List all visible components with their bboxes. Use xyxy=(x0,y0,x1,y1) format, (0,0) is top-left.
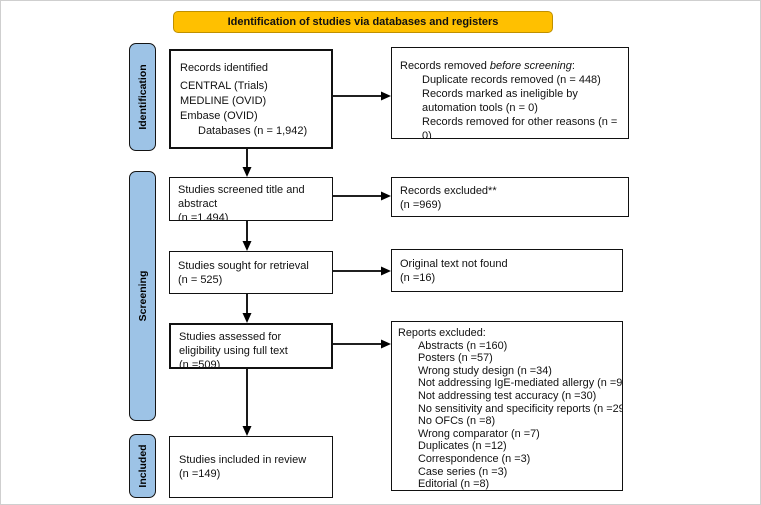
records-removed-title: Records removed before screening: xyxy=(400,60,575,72)
list-item: Wrong comparator (n =7) xyxy=(418,427,540,440)
reports-excluded-items: Abstracts (n =160)Posters (n =57)Wrong s… xyxy=(398,339,623,491)
arrow-identified-to-screened xyxy=(242,149,252,177)
box-records-identified: Records identified CENTRAL (Trials) MEDLI… xyxy=(169,49,333,149)
list-item: Records removed for other reasons (n = 0… xyxy=(422,116,618,139)
box-records-removed: Records removed before screening: Duplic… xyxy=(391,47,629,139)
text-not-found-count: (n =16) xyxy=(400,272,436,284)
box-studies-assessed: Studies assessed for eligibility using f… xyxy=(169,323,333,369)
records-excluded-count: (n =969) xyxy=(400,199,442,211)
records-identified-total: Databases (n = 1,942) xyxy=(198,125,308,137)
arrow-screened-to-excluded xyxy=(333,191,391,201)
records-identified-title: Records identified xyxy=(180,62,269,74)
stage-identification-label: Identification xyxy=(136,64,149,130)
box-text-not-found: Original text not found (n =16) xyxy=(391,249,623,292)
list-item: Case series (n =3) xyxy=(418,465,508,478)
list-item: Wrong study design (n =34) xyxy=(418,364,552,377)
studies-screened-count: (n =1,494) xyxy=(178,212,229,221)
stage-screening: Screening xyxy=(129,171,156,421)
records-excluded-label: Records excluded** xyxy=(400,185,497,197)
stage-screening-label: Screening xyxy=(136,270,149,322)
arrow-identified-to-removed xyxy=(333,91,391,101)
list-item: Correspondence (n =3) xyxy=(418,452,531,465)
banner: Identification of studies via databases … xyxy=(173,11,553,33)
box-reports-excluded: Reports excluded: Abstracts (n =160)Post… xyxy=(391,321,623,491)
arrow-sought-to-notfound xyxy=(333,266,391,276)
studies-included-label: Studies included in review xyxy=(179,454,307,466)
text-not-found-label: Original text not found xyxy=(400,258,508,270)
studies-assessed-count: (n =509) xyxy=(179,359,221,369)
arrow-assessed-to-included xyxy=(242,369,252,436)
list-item: Not addressing test accuracy (n =30) xyxy=(418,389,597,402)
list-item: Embase (OVID) xyxy=(180,110,258,122)
list-item: CENTRAL (Trials) xyxy=(180,80,268,92)
arrow-sought-to-assessed xyxy=(242,294,252,323)
stage-included-label: Included xyxy=(136,444,149,488)
reports-excluded-title: Reports excluded: xyxy=(398,327,486,339)
stage-included: Included xyxy=(129,434,156,498)
records-identified-sources: CENTRAL (Trials) MEDLINE (OVID) Embase (OV… xyxy=(180,79,325,124)
list-item: MEDLINE (OVID) xyxy=(180,95,267,107)
arrow-screened-to-sought xyxy=(242,221,252,251)
list-item: Posters (n =57) xyxy=(418,352,493,365)
box-studies-sought: Studies sought for retrieval (n = 525) xyxy=(169,251,333,294)
banner-label: Identification of studies via databases … xyxy=(227,16,499,28)
studies-included-count: (n =149) xyxy=(179,468,221,480)
arrow-assessed-to-reports-excluded xyxy=(333,339,391,349)
list-item: Records marked as ineligible by automati… xyxy=(422,88,578,114)
list-item: Duplicates (n =12) xyxy=(418,440,507,453)
list-item: No sensitivity and specificity reports (… xyxy=(418,402,623,415)
box-records-excluded: Records excluded** (n =969) xyxy=(391,177,629,217)
list-item: No OFCs (n =8) xyxy=(418,415,496,428)
studies-sought-label: Studies sought for retrieval xyxy=(178,260,309,272)
box-studies-included: Studies included in review (n =149) xyxy=(169,436,333,498)
studies-sought-count: (n = 525) xyxy=(178,274,223,286)
box-studies-screened: Studies screened title and abstract (n =… xyxy=(169,177,333,221)
records-removed-items: Duplicate records removed (n = 448) Recor… xyxy=(400,73,624,139)
list-item: Abstracts (n =160) xyxy=(418,339,508,352)
studies-screened-label: Studies screened title and abstract xyxy=(178,184,305,210)
list-item: Editorial (n =8) xyxy=(418,478,490,491)
studies-assessed-label: Studies assessed for eligibility using f… xyxy=(179,331,288,357)
list-item: Not addressing IgE-mediated allergy (n =… xyxy=(418,377,623,390)
stage-identification: Identification xyxy=(129,43,156,151)
list-item: Duplicate records removed (n = 448) xyxy=(422,74,601,86)
